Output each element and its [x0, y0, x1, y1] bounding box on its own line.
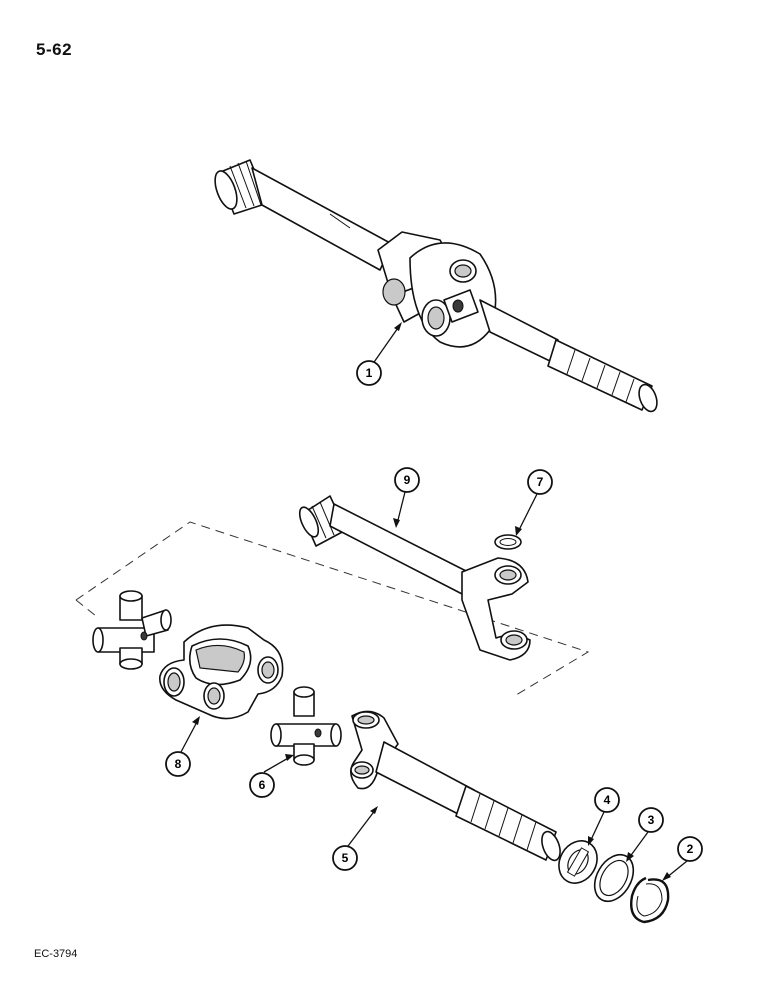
outer-shaft	[350, 710, 561, 862]
page-number: 5-62	[36, 40, 73, 59]
cross-spider	[270, 686, 342, 766]
assembly-cardan-housing	[377, 231, 497, 348]
cross-spider-upper	[92, 590, 172, 670]
callout-2-circle	[677, 836, 703, 862]
callout-2-label: 2	[687, 842, 694, 856]
snap-ring	[630, 876, 670, 924]
callout-1-label: 1	[366, 366, 373, 380]
callout-9-circle	[394, 467, 420, 493]
callout-2: 2	[662, 836, 703, 881]
callout-6-label: 6	[259, 778, 266, 792]
callout-4: 4	[588, 787, 620, 846]
small-snap-ring	[494, 534, 522, 550]
callout-6: 6	[249, 754, 294, 798]
callout-9: 9	[393, 467, 420, 528]
callout-6-circle	[249, 772, 275, 798]
callout-7-label: 7	[537, 475, 544, 489]
assembly-outer-spline	[547, 339, 658, 413]
callout-3: 3	[626, 807, 664, 862]
callout-3-label: 3	[648, 813, 655, 827]
callout-5: 5	[332, 806, 378, 871]
callout-4-label: 4	[604, 793, 611, 807]
callout-4-circle	[594, 787, 620, 813]
callout-8-label: 8	[175, 757, 182, 771]
callout-5-circle	[332, 845, 358, 871]
callout-9-label: 9	[404, 473, 411, 487]
callout-1: 1	[356, 322, 402, 386]
assembly-outer-shaft	[479, 299, 559, 363]
seal-ring	[593, 853, 635, 903]
callout-5-label: 5	[342, 851, 349, 865]
assembly-group-outline-side	[75, 599, 97, 617]
thrust-washer	[558, 840, 598, 884]
callout-8-circle	[165, 751, 191, 777]
callout-7: 7	[515, 469, 553, 536]
callout-1-circle	[356, 360, 382, 386]
inner-shaft	[298, 495, 531, 661]
assembly-shaft-body	[251, 167, 393, 271]
axle-shaft-assembly	[214, 159, 658, 413]
callout-8: 8	[165, 716, 200, 777]
callout-7-circle	[527, 469, 553, 495]
assembly-group-outline	[75, 521, 590, 696]
center-yoke	[159, 624, 284, 720]
callout-3-circle	[638, 807, 664, 833]
figure-code: EC-3794	[34, 948, 78, 960]
